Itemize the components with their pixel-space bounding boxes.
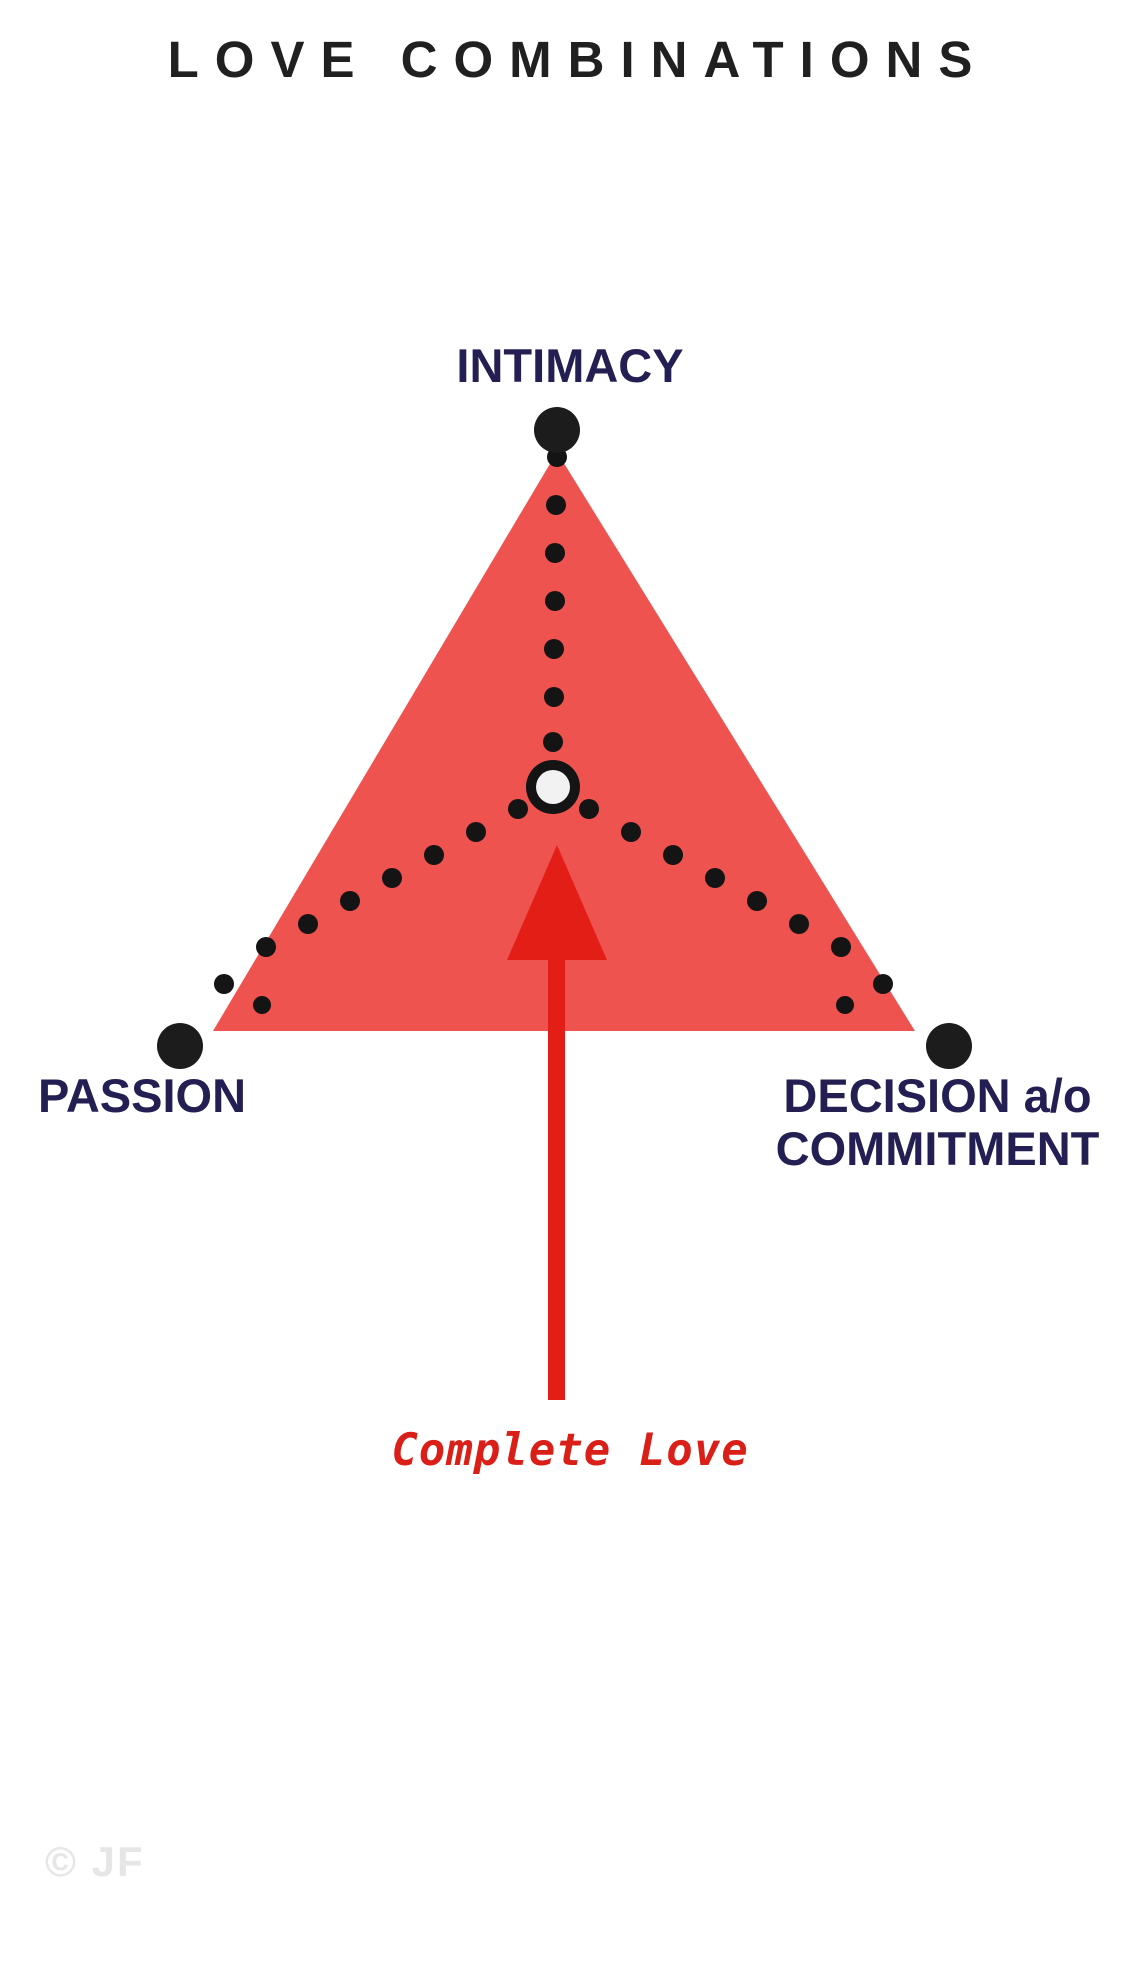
center-node — [526, 760, 580, 814]
complete-love-label: Complete Love — [391, 1425, 749, 1476]
vertex-dot-passion — [157, 1023, 203, 1069]
connector-center-to-decision — [579, 799, 893, 1014]
complete-love-arrow — [507, 845, 607, 1400]
vertex-dot-decision — [926, 1023, 972, 1069]
vertex-label-passion: PASSION — [38, 1069, 247, 1122]
vertex-dot-intimacy — [534, 407, 580, 453]
connector-center-to-passion — [214, 799, 528, 1014]
page-title: LOVE COMBINATIONS — [167, 31, 989, 88]
vertex-label-intimacy: INTIMACY — [456, 339, 684, 392]
watermark: © JF — [45, 1838, 145, 1885]
vertex-label-decision-commitment: DECISION a/o COMMITMENT — [775, 1069, 1100, 1175]
